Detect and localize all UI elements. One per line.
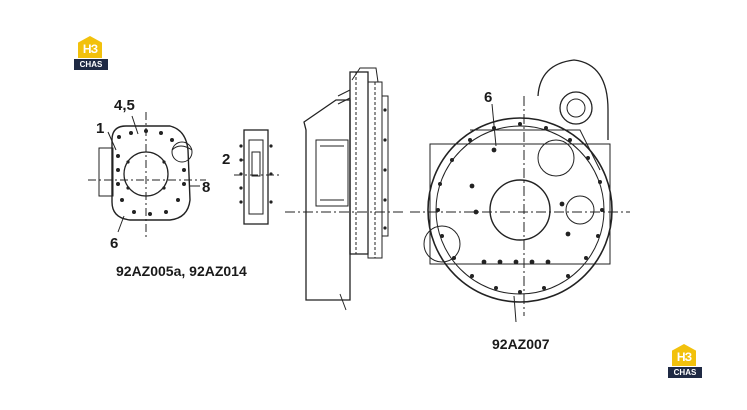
bolt-pattern xyxy=(116,129,186,216)
large-housing-side-view xyxy=(285,67,406,311)
logo-word: CHAS xyxy=(74,59,108,70)
callout-8: 8 xyxy=(202,179,210,196)
callout-1: 1 xyxy=(96,120,104,137)
company-logo-bottom: НЗ CHAS xyxy=(666,344,706,382)
small-housing-side-view xyxy=(234,129,280,225)
caption-small-assembly: 92AZ005a, 92AZ014 xyxy=(116,263,247,279)
callout-4-5: 4,5 xyxy=(114,97,135,114)
callout-6-small: 6 xyxy=(110,235,118,252)
small-housing-front-view xyxy=(88,112,206,238)
caption-large-assembly: 92AZ007 xyxy=(492,336,550,352)
callout-2: 2 xyxy=(222,151,230,168)
logo-house-icon xyxy=(672,344,696,366)
large-housing-front-view xyxy=(410,59,630,323)
logo-word: CHAS xyxy=(668,367,702,378)
callout-6-large: 6 xyxy=(484,89,492,106)
logo-mark: НЗ xyxy=(82,42,98,56)
company-logo-top: НЗ CHAS xyxy=(72,36,112,74)
logo-house-icon xyxy=(78,36,102,58)
flange-bolt-circle xyxy=(436,122,604,294)
logo-mark: НЗ xyxy=(676,350,692,364)
